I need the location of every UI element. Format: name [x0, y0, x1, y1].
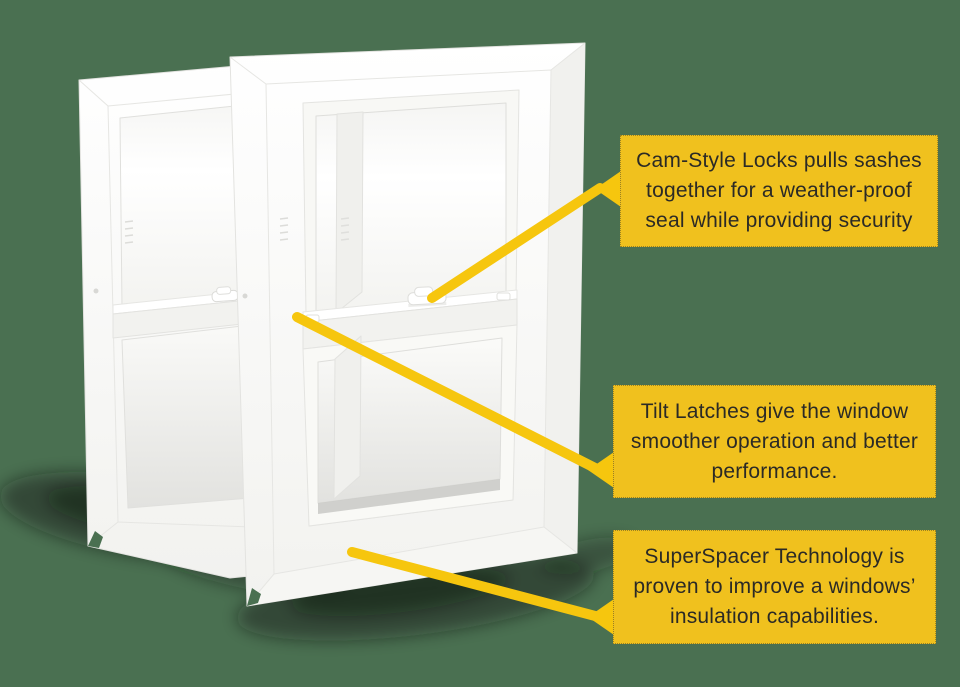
front-frame-bevels [229, 42, 586, 607]
tilt-latch-right [496, 292, 511, 301]
front-window [229, 42, 586, 607]
leader-tilt-latch [292, 312, 614, 488]
callout-cam-style-locks: Cam-Style Locks pulls sashes together fo… [620, 135, 938, 247]
back-cam-lock [211, 286, 239, 303]
back-jamb-through-glass-upper [335, 111, 364, 314]
super-spacer-stripe [318, 479, 500, 514]
callout-tilt-latches: Tilt Latches give the window smoother op… [613, 385, 936, 498]
front-jamb-vent-stop [279, 217, 289, 241]
callout-super-spacer: SuperSpacer Technology is proven to impr… [613, 530, 936, 644]
front-jamb-screw [242, 293, 248, 299]
frame-corner-notches [88, 531, 261, 606]
back-jamb-vent-stop [124, 220, 134, 244]
callout-tilt-latches-text: Tilt Latches give the window smoother op… [630, 399, 919, 483]
ghost-jamb-vent-stop [340, 217, 350, 241]
front-frame-right-depth [544, 43, 585, 553]
leader-cam-style-lock [427, 171, 621, 303]
callout-super-spacer-text: SuperSpacer Technology is proven to impr… [633, 545, 916, 628]
back-jamb-screw [93, 288, 99, 294]
leader-super-spacer [347, 547, 614, 635]
back-jamb-through-glass-lower [333, 335, 362, 500]
leader-lines [292, 171, 621, 635]
callout-cam-style-locks-text: Cam-Style Locks pulls sashes together fo… [636, 149, 922, 232]
